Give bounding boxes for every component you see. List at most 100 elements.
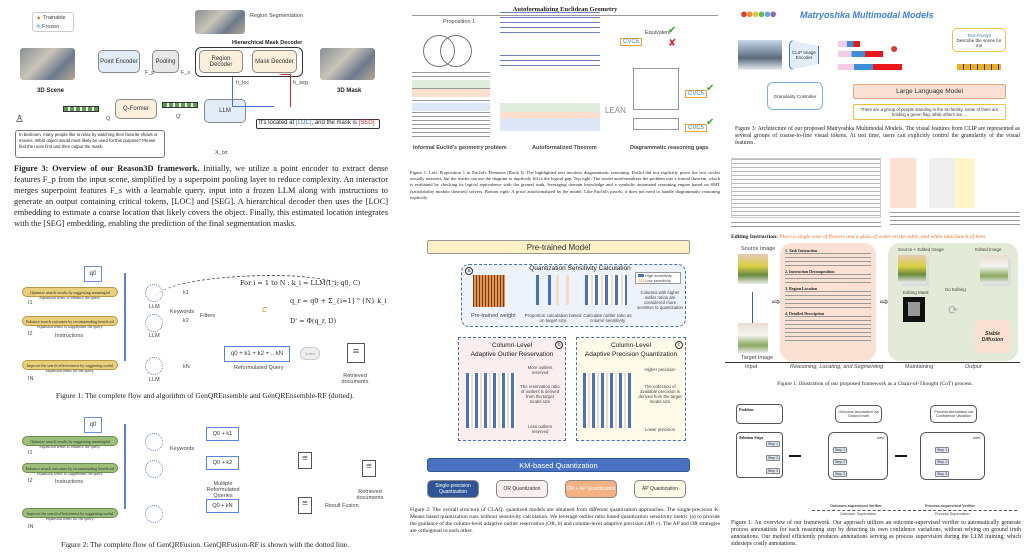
- step-2: Step 2: [833, 459, 847, 465]
- text-tokens: [957, 64, 1001, 70]
- output-text: It's located at [LOC], and the mask is […: [256, 119, 380, 129]
- highlight-orange: [412, 89, 490, 97]
- token-group-1: [838, 41, 860, 47]
- llm-box: Large Language Model: [853, 84, 1006, 99]
- legend-frozen: Frozen: [42, 24, 60, 30]
- km-quantization: KM-based Quantization: [427, 458, 690, 472]
- outcome-verifier: Outcome-supervised Verifier: [830, 504, 882, 508]
- footer-maintaining: Maintaining: [905, 364, 934, 370]
- footer-reasoning: Reasoning, Locating, and Segmenting: [790, 364, 884, 370]
- step-4: 4. Detailed Description: [785, 311, 824, 316]
- instruction-2: Enhance search outcomes by recommending …: [22, 316, 118, 329]
- cvc5-logo: CVC5: [620, 38, 643, 46]
- bar: [556, 275, 559, 305]
- step-3: 3. Region Location: [785, 286, 818, 291]
- outcome-annotation: Outcome Annotation via Ground truth: [835, 405, 882, 423]
- arrow: [895, 455, 907, 457]
- text-prompt: Describe the scene for me: [956, 37, 1002, 48]
- q0-branch-line: [124, 424, 126, 509]
- legend: High sensitivity Low sensitivity: [635, 272, 681, 284]
- source-label: Source Image: [741, 246, 776, 252]
- llm-icon: [145, 460, 163, 478]
- bar: [536, 275, 539, 305]
- marker-b: b: [555, 341, 563, 349]
- caption-bold: Figure 3: Overview of our Reason3D frame…: [14, 164, 200, 173]
- llm-icon: [145, 357, 163, 375]
- step-2: Step 2: [766, 455, 780, 461]
- clip-encoder: CLIP Image Encoder: [789, 40, 819, 70]
- scene-image: [20, 48, 75, 80]
- step-2: Step 2: [935, 459, 949, 465]
- pretrained-model: Pre-trained Model: [427, 240, 690, 254]
- ap-lower: Lower precision: [644, 427, 676, 432]
- left-label: Informal Euclid's geometry problem: [413, 145, 507, 151]
- footer-input: Input: [745, 364, 758, 370]
- source-image: [738, 254, 768, 284]
- arrow-right-icon: ⇨: [772, 297, 781, 308]
- bar: [566, 275, 569, 305]
- outcome-supervision: Outcome Supervision: [840, 512, 877, 516]
- stable-diffusion: Stable Diffusion: [975, 320, 1010, 353]
- problem-box: Problem: [736, 404, 783, 424]
- theorem-code-1: [500, 12, 600, 34]
- mask-image: [320, 48, 375, 80]
- xtxt-label: X_txt: [215, 150, 228, 156]
- filters-label: Filters: [200, 313, 215, 319]
- process-panel: Step 1 Step 2 Step 3 label: [920, 432, 985, 480]
- lean-logo: LEAN: [605, 106, 626, 115]
- query-2: Q0 + k2: [206, 456, 239, 470]
- or-less: Less outliers reserved: [527, 424, 553, 434]
- step-1: Step 1: [935, 447, 949, 453]
- marker-c: c: [675, 341, 683, 349]
- check-icon: ✔: [706, 117, 715, 128]
- llm-label: LLM: [149, 333, 160, 339]
- llm-icon: [145, 433, 163, 451]
- step-1: Step 1: [833, 447, 847, 453]
- dashed-rule: [812, 510, 1017, 511]
- keywords-label: Keywords: [170, 446, 195, 452]
- editing-instruction: Editing Instruction: Place a single vase…: [731, 234, 1021, 240]
- step-text: [785, 253, 871, 269]
- output-or: OR Quantization: [496, 480, 548, 498]
- instruction-label: Editing Instruction:: [731, 234, 778, 240]
- inst-label-1: I1: [28, 300, 33, 306]
- step-2: 2. Instruction Decomposition: [785, 269, 835, 274]
- instruction-text: Place a single vase of flowers and a gla…: [779, 234, 987, 240]
- problem-label: Problem: [739, 407, 754, 412]
- thumbnail-figure-left: [731, 158, 881, 218]
- autoformal-caption: Figure 1: Left: Proposition 1 in Euclid'…: [410, 170, 720, 200]
- label-col: label: [973, 436, 981, 440]
- step-text: [785, 316, 871, 344]
- cvc5-logo: CVC5: [685, 124, 708, 132]
- documents-icon: ≡: [298, 497, 312, 514]
- or-columns: [466, 373, 516, 428]
- ap-columns: [583, 373, 633, 428]
- granularity-controller: Granularity Controller: [767, 82, 823, 110]
- step-1: 1. Task Instruction: [785, 248, 818, 253]
- seg-token: [SEG]: [358, 120, 375, 126]
- claq-caption: Figure 2: The overall structure of CLAQ:…: [410, 507, 720, 534]
- proportion-label: Proportion calculation based on target s…: [524, 313, 582, 323]
- text-prompt-title: Text Prompt: [966, 32, 992, 38]
- retrieved-label: Retrieved documents: [356, 489, 384, 501]
- proof-code: [500, 103, 600, 131]
- bar: [548, 275, 551, 305]
- kn-label: kN: [183, 364, 190, 370]
- ap-title-2: Adaptive Precision Quantization: [584, 351, 678, 358]
- target-image: [738, 323, 768, 353]
- reformulated-label: Reformulated Query: [234, 365, 284, 371]
- target-label: Target Image: [741, 355, 774, 361]
- process-verifier: Process-supervised Verifier: [925, 504, 976, 508]
- loc-token: [LOC]: [295, 120, 312, 126]
- cvc5-logo: CVC5: [685, 90, 708, 98]
- q0-box: q0: [84, 266, 102, 282]
- feedback-dotted-line: [155, 275, 350, 315]
- step-3: Step 3: [833, 471, 847, 477]
- user-icon: ♙: [15, 114, 24, 125]
- sens-title: Quantization Sensitivity Calculation: [529, 265, 631, 272]
- output-single-precision: Single-precision Quantization: [427, 480, 479, 498]
- formula-1: For i = 1 to N : k_i = LLM(I_i, q0, C): [240, 279, 361, 287]
- highlight-blue: [412, 103, 490, 111]
- inst-label-2: I2: [28, 331, 33, 337]
